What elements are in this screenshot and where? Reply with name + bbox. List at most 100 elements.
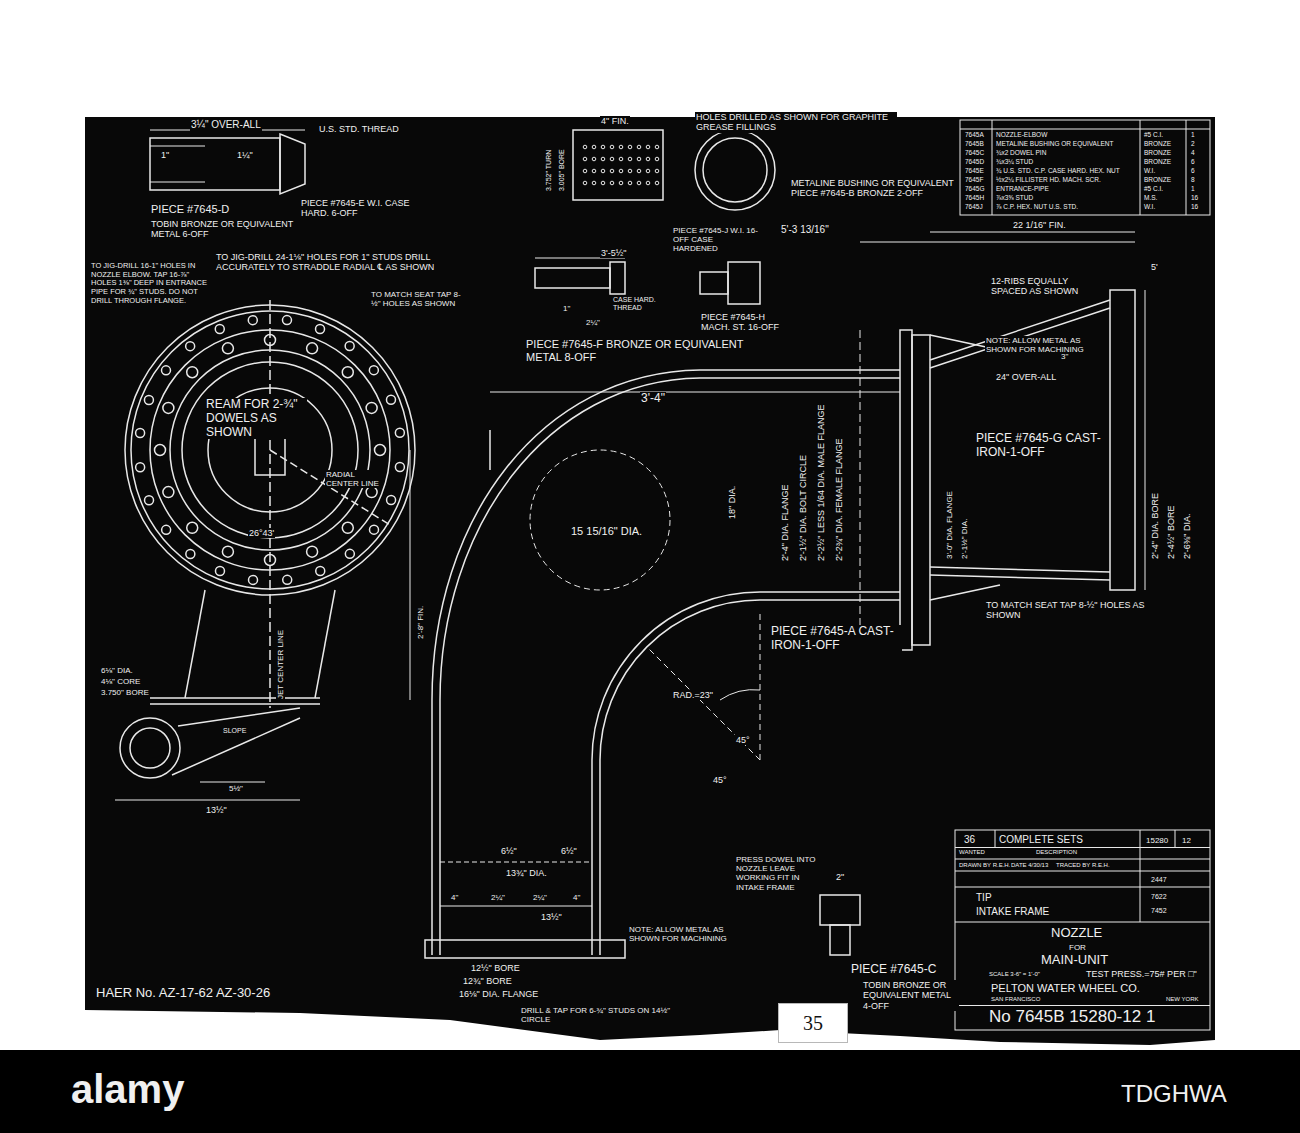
drawing-detail (655, 169, 659, 173)
drawing-detail (370, 525, 379, 534)
drawing-detail (646, 157, 650, 161)
table-rule (1186, 120, 1187, 215)
table-cell: NOZZLE-ELBOW (995, 131, 1048, 138)
thread-line (150, 146, 205, 147)
elbow-outer-wall (432, 370, 900, 955)
drawing-detail (619, 169, 623, 173)
drawing-detail (375, 445, 386, 456)
drawing-detail (187, 367, 198, 378)
table-cell: 1 (1190, 131, 1196, 138)
drawing-detail (162, 525, 171, 534)
drawing-detail (628, 169, 632, 173)
phantom-circle (530, 450, 670, 590)
drawing-label: 13½" (205, 805, 228, 815)
drawing-label: 5½" (228, 784, 244, 793)
title-rule (955, 887, 1210, 888)
drawing-detail (637, 169, 641, 173)
thread-line (150, 182, 205, 183)
drawing-label: 3.005" BORE (558, 148, 566, 192)
dimension-line (440, 862, 592, 863)
drawing-label: 2'-2¾" DIA. FEMALE FLANGE (834, 438, 844, 562)
drawing-label: 24" OVER-ALL (995, 372, 1057, 382)
drawing-label: TOBIN BRONZE OR EQUIVALENT METAL 6-OFF (150, 219, 297, 240)
drawing-detail (601, 157, 605, 161)
table-cell: ⅞x3⅝ STUD (995, 194, 1034, 201)
table-cell: METALINE BUSHING OR EQUIVALENT (995, 140, 1115, 147)
drawing-detail (592, 169, 596, 173)
drawing-detail (386, 395, 395, 404)
drawing-detail (646, 169, 650, 173)
parts-table (960, 120, 1210, 215)
drawing-detail (601, 169, 605, 173)
drawing-detail (186, 342, 195, 351)
drawing-label: 5' (1150, 262, 1159, 272)
drawing-label: SLOPE (222, 727, 247, 735)
title-rule (995, 830, 996, 847)
table-cell: 7645J (964, 203, 984, 210)
drawing-label: 5'-3 13/16" (780, 224, 830, 236)
drawing-detail (345, 341, 354, 350)
drawing-label: NOTE: ALLOW METAL AS SHOWN FOR MACHINING (628, 925, 750, 943)
bushing-outline (573, 130, 663, 200)
center-line (760, 610, 761, 760)
title-rule (955, 871, 1210, 872)
drawing-label: NOTE: ALLOW METAL AS SHOWN FOR MACHINING (985, 336, 1107, 354)
grease-holes (583, 145, 659, 185)
drawing-label: 4" (572, 893, 581, 902)
drawing-detail (610, 169, 614, 173)
drawing-detail (283, 575, 292, 584)
male-flange (900, 330, 912, 650)
support-line (315, 590, 335, 698)
drawing-detail (222, 546, 233, 557)
title-block-text: INTAKE FRAME (975, 906, 1050, 918)
radial-center-line (270, 450, 390, 525)
base-line (150, 697, 320, 699)
drawing-label: REAM FOR 2-¾" DOWELS AS SHOWN (205, 398, 307, 439)
drawing-label: 3'-0" DIA. FLANGE (945, 490, 954, 560)
table-cell: ½x2¼ FILLISTER HD. MACH. SCR. (995, 176, 1102, 183)
drawing-detail (136, 429, 145, 438)
title-block-text: 36 (963, 834, 976, 846)
title-block-text: 7452 (1150, 907, 1168, 915)
title-rule (955, 847, 1210, 848)
dimension-line (490, 392, 900, 393)
title-rule (955, 922, 1210, 923)
title-block-text: DESCRIPTION (1035, 849, 1078, 856)
watermark: alamy (70, 1066, 185, 1112)
table-cell: 8 (1190, 176, 1196, 183)
drawing-label: 3.750" BORE (100, 688, 150, 697)
screw-shank (700, 272, 728, 294)
drawing-detail (619, 157, 623, 161)
table-cell: BRONZE (1143, 158, 1172, 165)
drawing-label: PIECE #7645-E W.I. CASE HARD. 6-OFF (300, 198, 420, 219)
boss-bore (130, 728, 170, 768)
drawing-label: 3¼" OVER-ALL (190, 119, 262, 131)
title-block-text: SCALE 3-6" = 1'-0" (988, 971, 1041, 978)
drawing-label: 15 15/16" DIA. (570, 525, 643, 538)
drawing-detail (136, 463, 145, 472)
drawing-label: 3'-5½" (600, 248, 627, 258)
drawing-label: PIECE #7645-J W.I. 16-OFF CASE HARDENED (672, 226, 759, 254)
title-block-text: 7622 (1150, 893, 1168, 901)
drawing-label: 2'-8" FIN. (416, 605, 425, 640)
center-line (860, 330, 861, 650)
stud-outline (150, 138, 280, 190)
drawing-label: TOBIN BRONZE OR EQUIVALENT METAL 4-OFF (862, 980, 959, 1011)
drawing-label: 1¼" (236, 150, 254, 160)
dimension-line (200, 782, 265, 783)
drawing-label: CASE HARD. THREAD (612, 296, 662, 312)
drawing-label: 12½" BORE (470, 963, 521, 973)
table-cell: BRONZE (1143, 140, 1172, 147)
drawing-label: 2¼" (490, 893, 506, 902)
drawing-detail (265, 555, 276, 566)
elbow-flange (425, 940, 625, 958)
drawing-detail (265, 335, 276, 346)
drawing-detail (619, 145, 623, 149)
drawing-label: 2¼" (532, 893, 548, 902)
drawing-label: RADIAL CENTER LINE (325, 470, 382, 488)
drawing-detail (345, 549, 354, 558)
table-cell: ¾x2 DOWEL PIN (995, 149, 1047, 156)
drawing-detail (249, 575, 258, 584)
drawing-detail (646, 181, 650, 185)
